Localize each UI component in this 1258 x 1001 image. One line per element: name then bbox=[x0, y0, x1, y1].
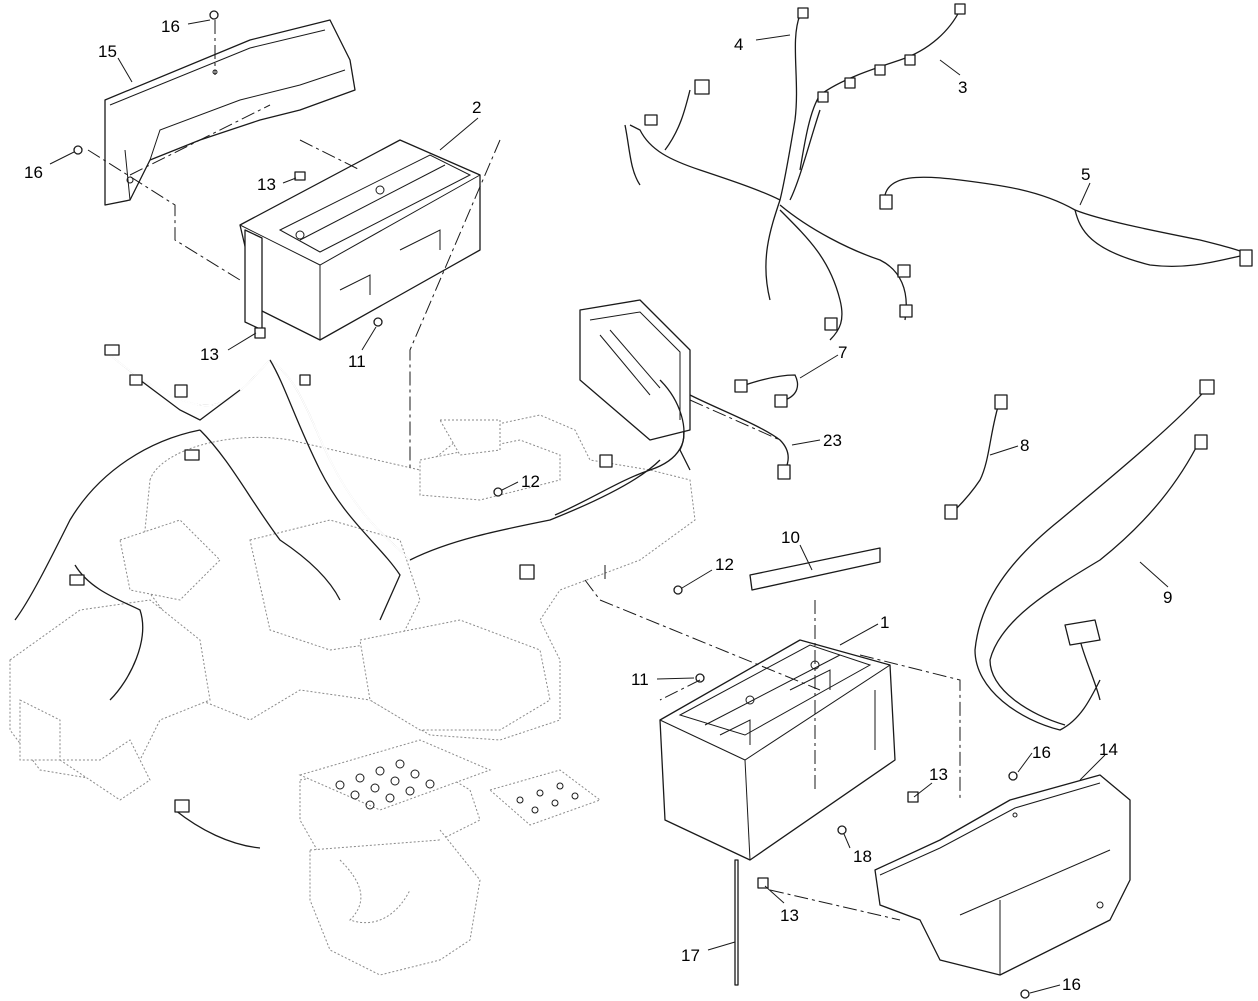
part-1-battery-tray-lower bbox=[659, 639, 896, 861]
harness-3-4 bbox=[624, 3, 966, 341]
callout-1: 1 bbox=[880, 613, 889, 632]
harness-5 bbox=[879, 176, 1253, 268]
callout-13-tray: 13 bbox=[200, 345, 219, 364]
harness-9 bbox=[974, 379, 1215, 731]
callout-18: 18 bbox=[853, 847, 872, 866]
callout-9: 9 bbox=[1163, 588, 1172, 607]
callout-3: 3 bbox=[958, 78, 967, 97]
callout-16-cover: 16 bbox=[1032, 743, 1051, 762]
callout-13-right: 13 bbox=[929, 765, 948, 784]
machine-frame bbox=[9, 414, 696, 976]
callout-12-upper: 12 bbox=[521, 472, 540, 491]
main-wire-harness bbox=[14, 344, 685, 849]
callout-11-upper: 11 bbox=[348, 352, 366, 371]
callout-13-upper: 13 bbox=[257, 175, 276, 194]
callout-16-bottom: 16 bbox=[1062, 975, 1081, 994]
step-plate-holes bbox=[335, 759, 435, 810]
harness-8 bbox=[944, 394, 1008, 520]
callout-16-left: 16 bbox=[24, 163, 43, 182]
part-14-lower-cover bbox=[874, 774, 1131, 976]
hardware-bolts bbox=[73, 10, 1030, 999]
part-10-pad bbox=[749, 547, 881, 591]
callout-2: 2 bbox=[472, 98, 481, 117]
callout-11-lower: 11 bbox=[631, 670, 649, 689]
callout-5: 5 bbox=[1081, 165, 1090, 184]
phantom-lines bbox=[87, 20, 961, 921]
callout-14: 14 bbox=[1099, 740, 1118, 759]
callout-labels: 16 15 2 16 13 13 11 4 3 5 7 23 8 12 12 1… bbox=[24, 17, 1172, 994]
controller-module bbox=[579, 299, 691, 471]
callout-15: 15 bbox=[98, 42, 117, 61]
part-15-top-cover bbox=[104, 19, 356, 206]
part-2-battery-tray-upper bbox=[239, 139, 481, 341]
callout-leaders bbox=[49, 19, 1169, 994]
callout-16-top: 16 bbox=[161, 17, 180, 36]
callout-13-bottom: 13 bbox=[780, 906, 799, 925]
callout-10: 10 bbox=[781, 528, 800, 547]
harness-7 bbox=[734, 374, 799, 408]
harness-23 bbox=[689, 394, 791, 480]
callout-8: 8 bbox=[1020, 436, 1029, 455]
callout-7: 7 bbox=[838, 343, 847, 362]
callout-17: 17 bbox=[681, 946, 700, 965]
callout-23: 23 bbox=[823, 431, 842, 450]
callout-4: 4 bbox=[734, 35, 743, 54]
callout-12-lower: 12 bbox=[715, 555, 734, 574]
